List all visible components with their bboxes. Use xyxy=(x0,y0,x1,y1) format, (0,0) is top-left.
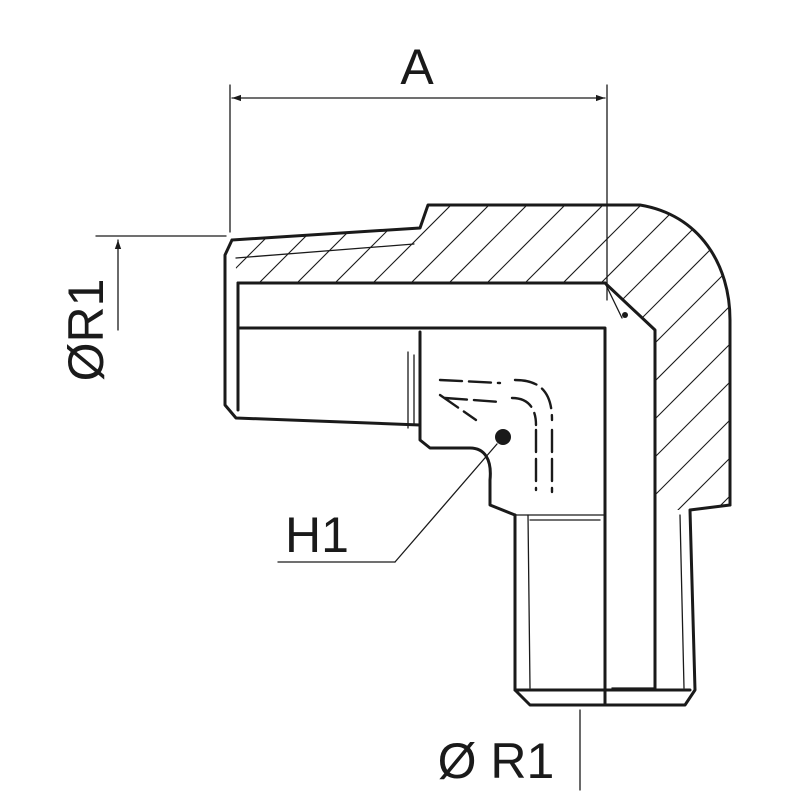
h1-leader-line xyxy=(394,443,498,563)
hatch-line xyxy=(232,205,730,510)
dimension-r1-vertical: ØR1 xyxy=(58,235,227,382)
fitting-outline xyxy=(223,203,732,707)
hatch-line xyxy=(349,205,730,510)
hatch-line xyxy=(232,205,695,510)
drill-point-dot xyxy=(622,312,628,318)
hatch-line xyxy=(615,205,730,510)
h1-point xyxy=(495,429,511,445)
hatch-line xyxy=(232,205,429,510)
hatch-line xyxy=(232,205,657,510)
thread-line-top xyxy=(235,243,415,259)
hatch-line xyxy=(232,205,391,510)
dim-r1-bottom-label: Ø R1 xyxy=(438,733,555,789)
dimension-h1: H1 xyxy=(277,429,511,563)
hatch-line xyxy=(232,205,730,510)
hatch-line xyxy=(0,0,200,800)
hatch-line xyxy=(691,205,730,510)
hidden-passage xyxy=(438,378,554,494)
thread-line-bottom-left xyxy=(527,514,531,689)
hatch-line xyxy=(653,205,730,510)
left-end-face xyxy=(223,238,422,427)
hatch-line xyxy=(539,205,730,510)
dimension-a: A xyxy=(229,39,608,301)
hatch-line xyxy=(232,205,581,510)
hatch-line xyxy=(501,205,730,510)
h1-label: H1 xyxy=(285,507,349,563)
dim-r1-vertical-label: ØR1 xyxy=(58,279,114,382)
dim-a-label: A xyxy=(400,39,434,95)
hex-shoulder xyxy=(418,330,517,517)
thread-line-bottom-right xyxy=(679,514,685,689)
hatch-line xyxy=(235,205,730,510)
hatch-line xyxy=(577,205,730,510)
drill-point-line xyxy=(604,282,623,319)
hatch-line xyxy=(311,205,730,510)
hatch-line xyxy=(768,0,800,800)
bore-inner-contour xyxy=(238,326,607,507)
hatch-line xyxy=(387,205,730,510)
hatch-line xyxy=(232,205,353,510)
hatch-line xyxy=(232,205,277,510)
hatch-line xyxy=(273,205,730,510)
hatch-line xyxy=(232,205,315,510)
hatch-line xyxy=(232,205,730,510)
outer-contour-bottom xyxy=(513,503,732,707)
hatch-line xyxy=(729,205,730,510)
bore-corner-contour xyxy=(603,281,657,692)
outer-contour-top xyxy=(230,203,732,507)
hatch-line xyxy=(232,205,730,510)
hatch-line xyxy=(232,205,467,510)
dimension-r1-bottom: Ø R1 xyxy=(438,709,581,791)
hatch-line xyxy=(232,205,239,510)
hatch-line xyxy=(232,205,505,510)
hatch-line xyxy=(232,205,730,510)
